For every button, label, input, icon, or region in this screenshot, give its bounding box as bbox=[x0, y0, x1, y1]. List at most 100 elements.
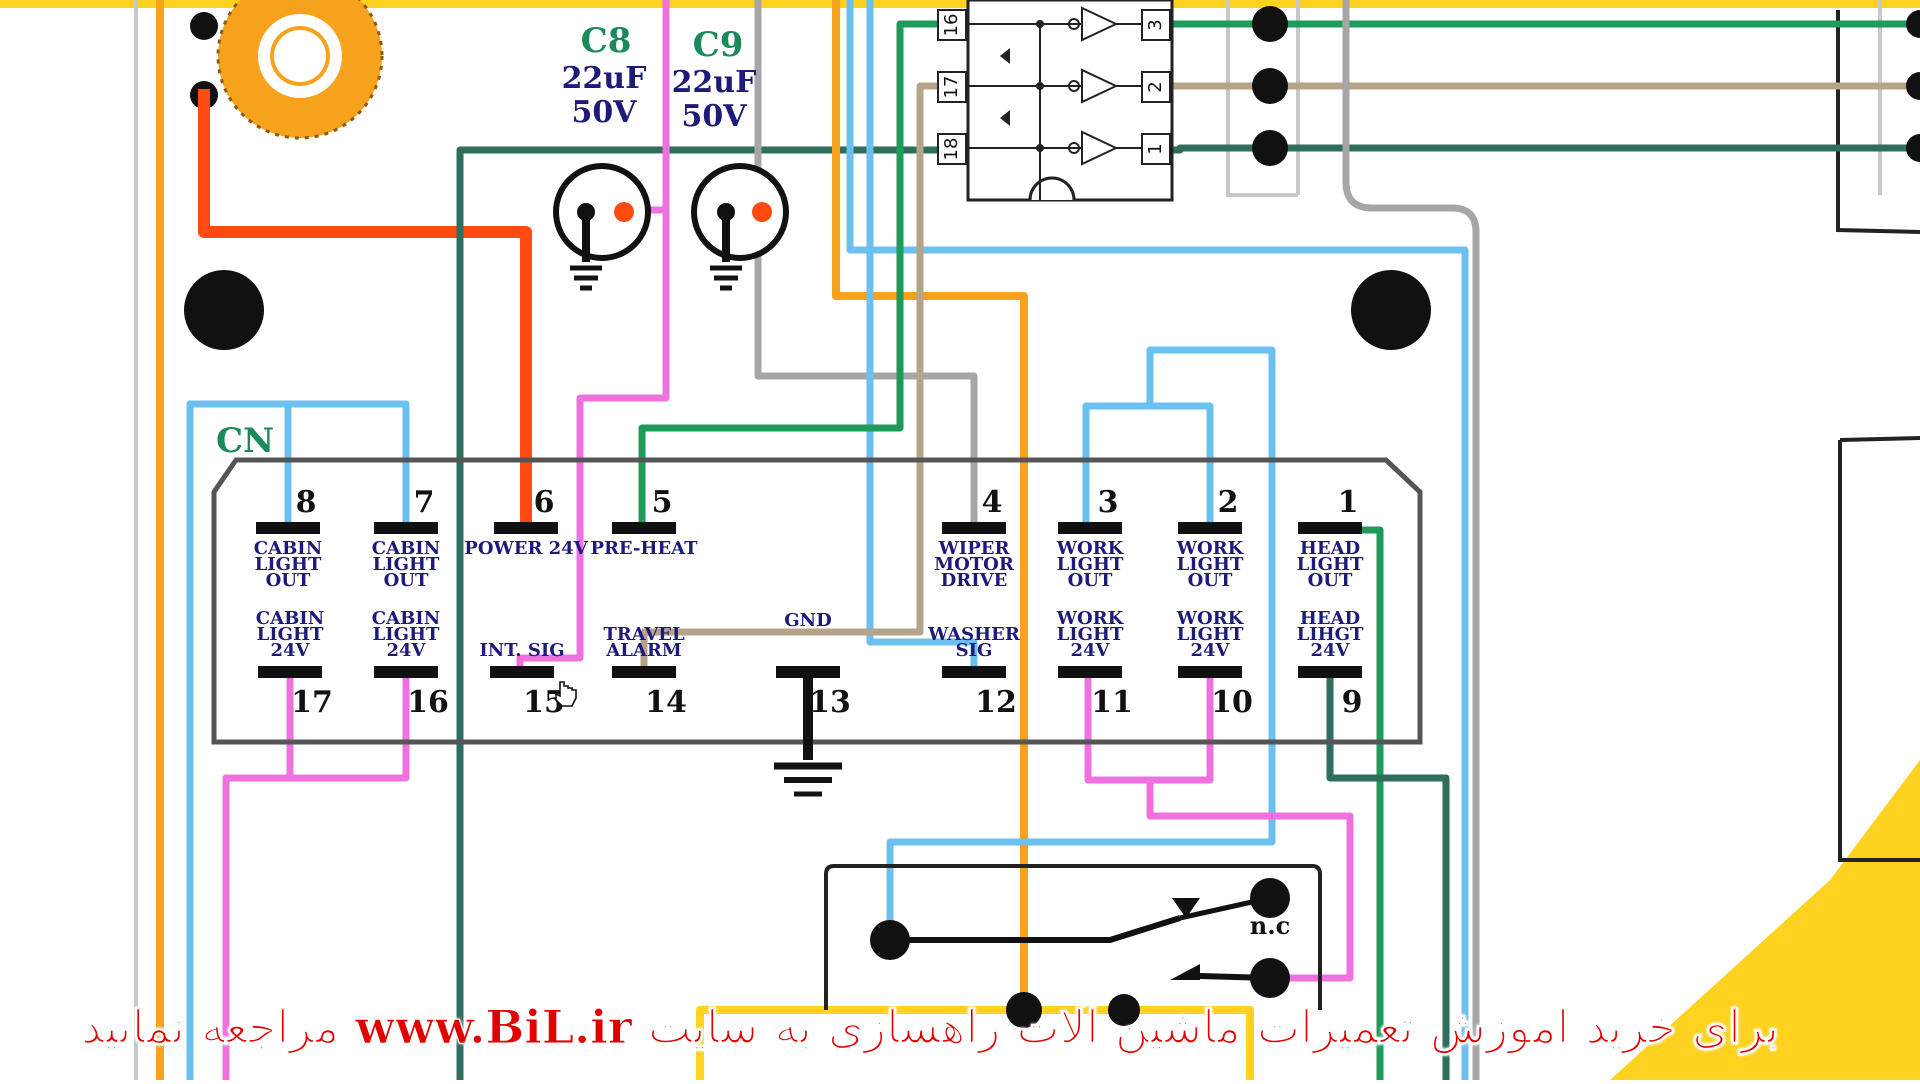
wire-teal-head bbox=[1326, 666, 1450, 1084]
ic-pin-18: 18 bbox=[941, 138, 962, 161]
capacitor-c8: C8 22uF 50V bbox=[553, 21, 651, 291]
pin-label-line: DRIVE bbox=[941, 570, 1008, 591]
pin-label-line: WASHER bbox=[927, 624, 1021, 645]
pin-label-line: 24V bbox=[270, 640, 310, 661]
pin-label-line: LIGHT bbox=[1177, 554, 1244, 575]
connector-cn: CN bbox=[211, 421, 1423, 745]
pin-label-line: LIGHT bbox=[1057, 624, 1124, 645]
pin-number: 1 bbox=[1338, 485, 1359, 520]
pin-label-line: WORK bbox=[1176, 608, 1245, 629]
wire-gray-right bbox=[1342, 0, 1480, 1084]
pin-label-line: LIGHT bbox=[373, 554, 440, 575]
pin-label-line: OUT bbox=[1308, 570, 1353, 591]
corner-yellow-accent bbox=[1610, 760, 1920, 1080]
connector-title: CN bbox=[216, 421, 274, 461]
pin-bar bbox=[258, 666, 322, 678]
c8-voltage: 50V bbox=[571, 95, 637, 130]
pin-bar bbox=[612, 522, 676, 534]
pin-label-line: WORK bbox=[1056, 608, 1125, 629]
pin-label-line: TRAVEL bbox=[603, 624, 685, 645]
pin-label-line: WIPER bbox=[938, 538, 1011, 559]
pin-number: 3 bbox=[1098, 485, 1119, 520]
pin-bar bbox=[494, 522, 558, 534]
pin-bar bbox=[374, 522, 438, 534]
c8-name: C8 bbox=[581, 21, 632, 61]
pin-label-line: 24V bbox=[1310, 640, 1350, 661]
c9-name: C9 bbox=[693, 25, 744, 65]
ic-pin-boxes bbox=[937, 9, 1171, 165]
pin-label-line: CABIN bbox=[256, 608, 324, 629]
pin-number: 9 bbox=[1342, 685, 1363, 720]
pin-label-line: LIGHT bbox=[1057, 554, 1124, 575]
pin-label-line: 24V bbox=[1070, 640, 1110, 661]
pin-number: 7 bbox=[414, 485, 435, 520]
mounting-hole-right bbox=[1351, 270, 1431, 350]
wire-pink-work bbox=[1084, 666, 1354, 982]
relay-box: n.c bbox=[824, 864, 1322, 1028]
pin-number: 10 bbox=[1211, 685, 1253, 720]
ic-pin-16: 16 bbox=[941, 14, 962, 37]
pin-number: 4 bbox=[982, 485, 1003, 520]
pin-bar bbox=[942, 522, 1006, 534]
pin-label-line: MOTOR bbox=[934, 554, 1015, 575]
junction-dots bbox=[1252, 6, 1920, 166]
pin-label-line: LIHGT bbox=[1297, 624, 1364, 645]
wire-red-power bbox=[198, 89, 532, 526]
hand-cursor-icon bbox=[555, 681, 577, 707]
pin-bar bbox=[1058, 522, 1122, 534]
driver-ic: 16 17 18 3 2 1 bbox=[937, 0, 1174, 202]
pin-number: 2 bbox=[1218, 485, 1239, 520]
mounting-hole-left bbox=[184, 270, 264, 350]
pin-label-line: HEAD bbox=[1300, 538, 1360, 559]
pin-label-line: 24V bbox=[386, 640, 426, 661]
pin-label-line: LIGHT bbox=[1177, 624, 1244, 645]
ic-pin-2: 2 bbox=[1145, 81, 1166, 92]
pin-label-line: INT. SIG bbox=[479, 640, 564, 661]
left-board-edge bbox=[134, 0, 1882, 1080]
pin-label-line: OUT bbox=[266, 570, 311, 591]
capacitor-c9: C9 22uF 50V bbox=[672, 25, 789, 291]
wire-yellow-bottom bbox=[696, 1006, 1254, 1084]
pin-label-line: 24V bbox=[1190, 640, 1230, 661]
pin-label-line: CABIN bbox=[372, 538, 440, 559]
pin-bar bbox=[1298, 522, 1362, 534]
pin-bar bbox=[1058, 666, 1122, 678]
pin-label-line: LIGHT bbox=[257, 624, 324, 645]
pin-label-line: OUT bbox=[1188, 570, 1233, 591]
pin-bar bbox=[1178, 666, 1242, 678]
pin-label-line: PRE-HEAT bbox=[590, 538, 698, 559]
pin-label-line: GND bbox=[784, 610, 831, 631]
pin-label-line: ALARM bbox=[605, 640, 682, 661]
pin-number: 12 bbox=[975, 685, 1017, 720]
pin-label-line: POWER 24V bbox=[464, 538, 588, 559]
toroid-inductor bbox=[190, 0, 384, 140]
pin-label-line: WORK bbox=[1056, 538, 1125, 559]
pin-bar bbox=[1298, 666, 1362, 678]
promo-banner: برای خرید آموزش تعمیرات ماشین آلات راهسا… bbox=[80, 1000, 1780, 1055]
top-yellow-bar bbox=[0, 0, 1920, 8]
pin-bar bbox=[256, 522, 320, 534]
wire-pink-cabin bbox=[222, 666, 410, 1084]
pin-number: 17 bbox=[291, 685, 333, 720]
wire-blue-work bbox=[886, 346, 1276, 934]
pin-label-line: HEAD bbox=[1300, 608, 1360, 629]
pin-label-line: LIGHT bbox=[255, 554, 322, 575]
pin-number: 16 bbox=[407, 685, 449, 720]
pin-number: 5 bbox=[652, 485, 673, 520]
pin-bar bbox=[490, 666, 554, 678]
